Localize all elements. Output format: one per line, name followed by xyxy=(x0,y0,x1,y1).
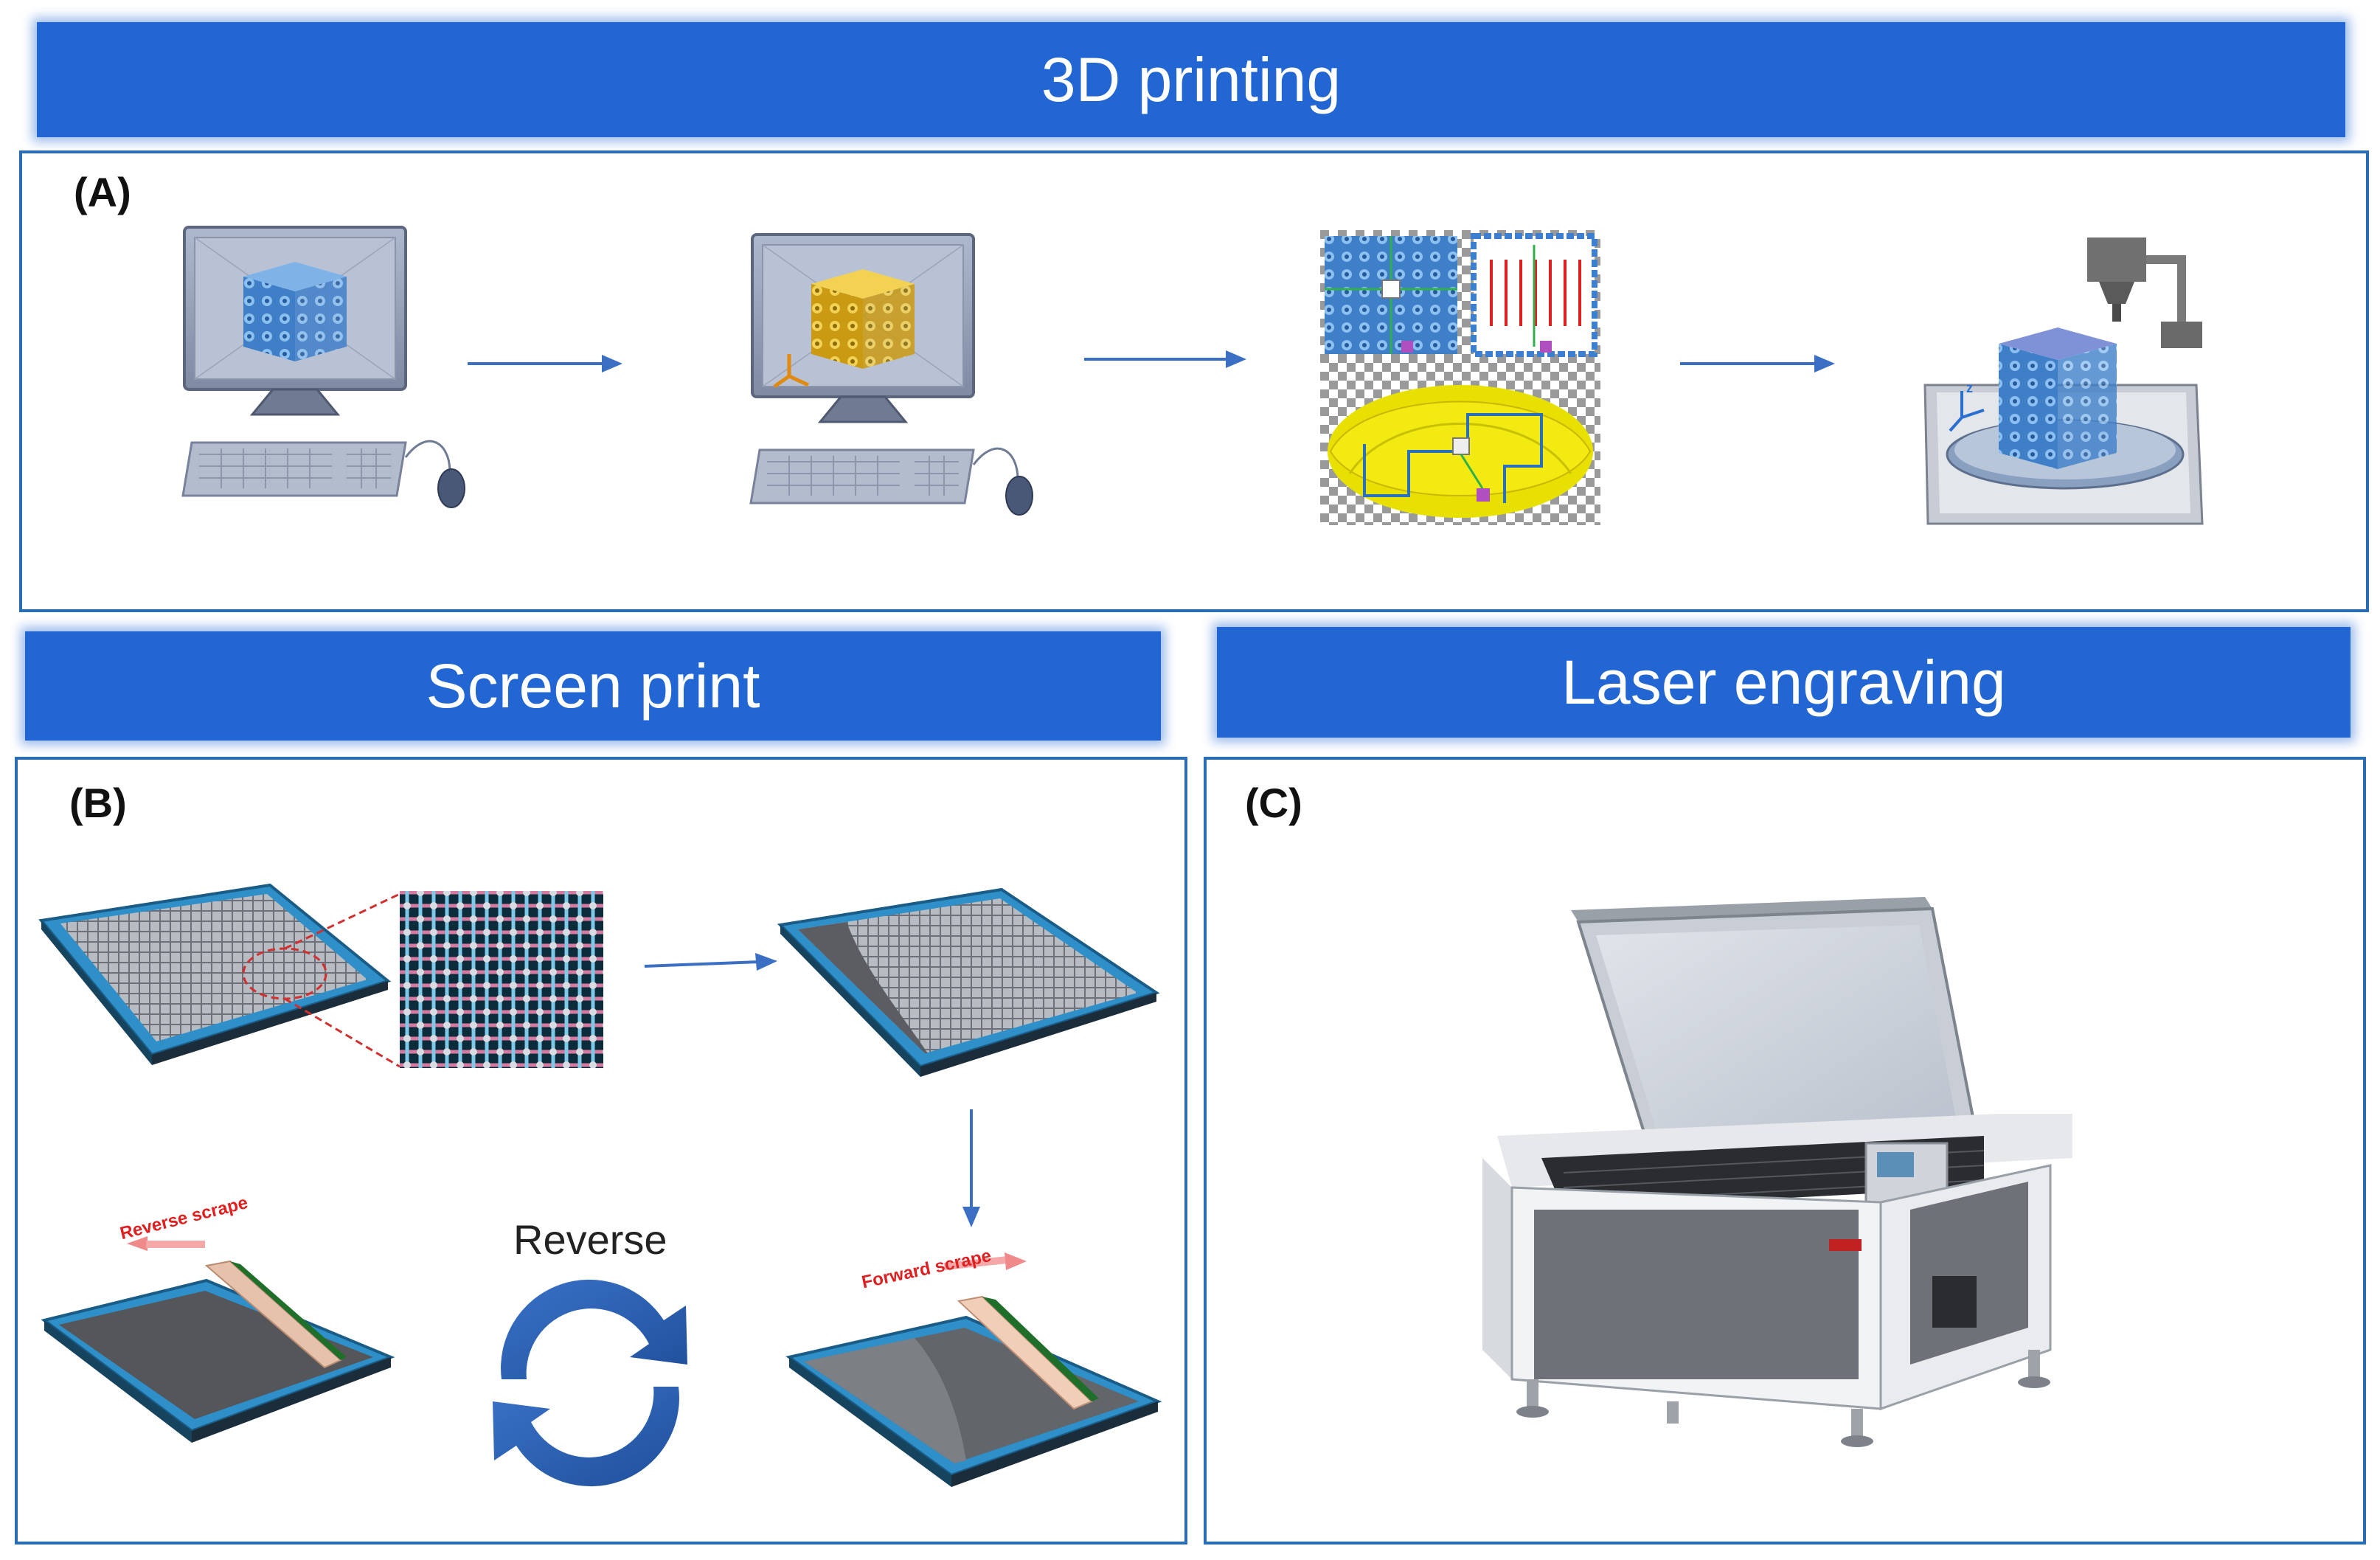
banner-3d-printing: 3D printing xyxy=(37,22,2345,137)
laser-engraving-machine-figure xyxy=(1482,897,2072,1447)
banner-laser-engraving-title: Laser engraving xyxy=(1561,647,2006,717)
arrow-screen-2 xyxy=(962,1109,980,1227)
banner-screen-print-title: Screen print xyxy=(426,651,760,721)
arrow-step-2 xyxy=(1084,350,1246,368)
screen-mesh-frame-figure xyxy=(38,883,603,1068)
forward-scrape-figure xyxy=(785,1252,1162,1487)
lattice-model-yellow xyxy=(811,269,915,369)
banner-laser-engraving: Laser engraving xyxy=(1217,627,2350,738)
banner-screen-print: Screen print xyxy=(25,631,1161,741)
svg-text:z: z xyxy=(1966,381,1973,395)
mesh-zoom-inset xyxy=(400,891,603,1068)
reverse-label: Reverse xyxy=(513,1216,667,1263)
arrow-step-1 xyxy=(468,355,622,372)
arrow-step-3 xyxy=(1680,355,1835,372)
arrow-screen-1 xyxy=(644,953,777,971)
cycle-arrows-icon xyxy=(493,1279,687,1487)
panel-a xyxy=(19,150,2369,612)
computer-slicing-figure xyxy=(749,233,1033,516)
screen-with-paste-figure xyxy=(777,887,1160,1077)
axis-gizmo-icon xyxy=(773,354,810,389)
reverse-scrape-figure xyxy=(41,1236,395,1443)
xyz-axis-icon xyxy=(1949,391,1985,432)
panel-b-label: (B) xyxy=(69,780,127,826)
printed-lattice-model xyxy=(1999,327,2117,469)
toolpath-preview-figure xyxy=(1320,230,1600,525)
computer-modeling-figure xyxy=(181,226,465,508)
banner-3d-printing-title: 3D printing xyxy=(1041,44,1342,114)
3d-printer-figure: z xyxy=(1923,238,2204,525)
panel-c-label: (C) xyxy=(1245,780,1302,826)
lattice-model-blue xyxy=(243,262,347,361)
panel-a-label: (A) xyxy=(74,169,131,215)
